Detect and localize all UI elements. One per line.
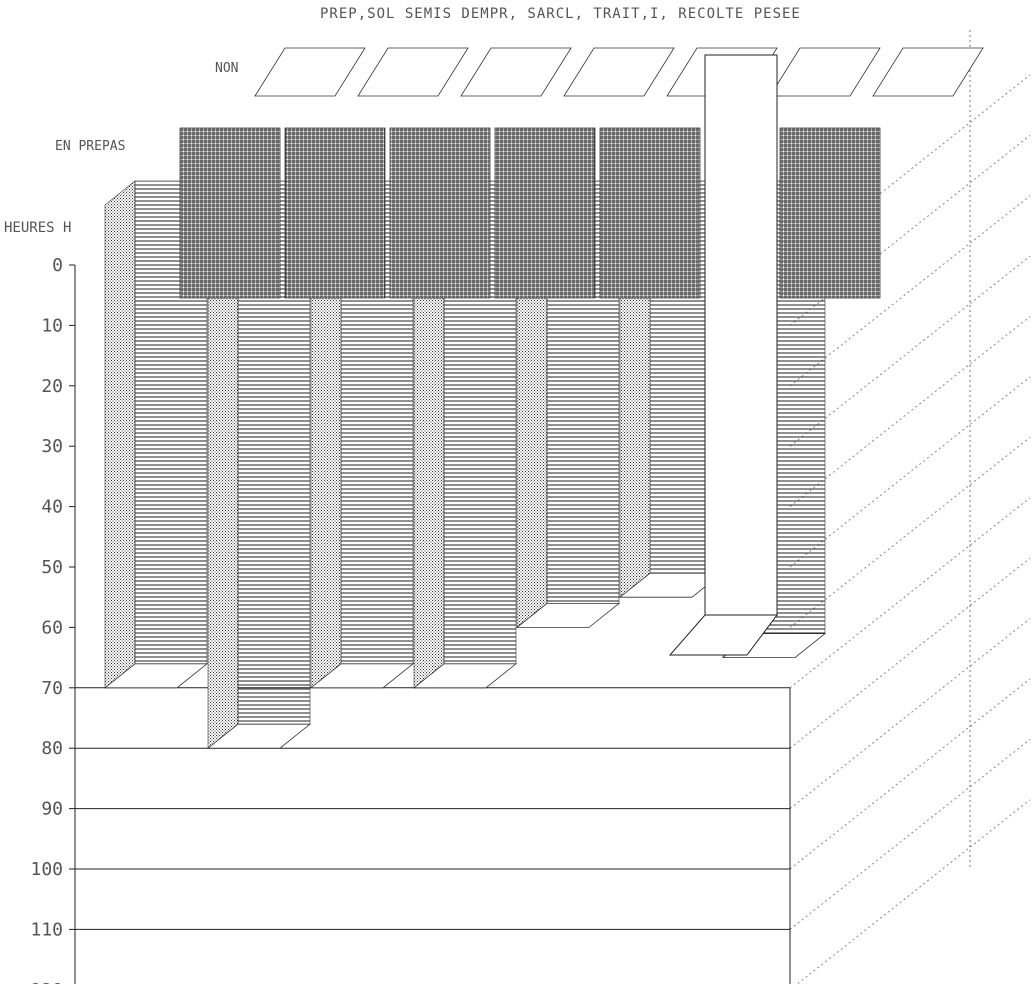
rim-box xyxy=(357,47,469,97)
y-tick-label: 100 xyxy=(30,859,63,880)
depth-gridline xyxy=(789,437,1031,628)
y-tick-label: 80 xyxy=(41,738,63,759)
bar-cap xyxy=(206,723,312,749)
y-tick-label: 10 xyxy=(41,315,63,336)
y-tick-label: 20 xyxy=(41,376,63,397)
rim-box xyxy=(254,47,366,97)
bar-back xyxy=(779,127,881,299)
bar-cap xyxy=(309,663,415,689)
rim-box xyxy=(460,47,572,97)
chart-title: PREP,SOL SEMIS DEMPR, SARCL, TRAIT,I, RE… xyxy=(320,6,801,22)
y-tick-label: 70 xyxy=(41,678,63,699)
bar-back xyxy=(389,127,491,299)
depth-gridline xyxy=(789,255,1031,447)
y-tick-label: 30 xyxy=(41,436,63,457)
depth-gridline xyxy=(789,497,1031,689)
bar-cap xyxy=(103,663,209,689)
bar-tall xyxy=(704,54,778,616)
y-tick-label: 110 xyxy=(30,919,63,940)
y-tick-label: 50 xyxy=(41,557,63,578)
y-tick-label: 0 xyxy=(52,255,63,276)
depth-gridline xyxy=(796,799,1031,984)
bar-tall-cap xyxy=(668,614,778,656)
depth-gridline xyxy=(789,316,1031,507)
depth-gridline xyxy=(789,678,1031,870)
bar-back xyxy=(494,127,596,299)
row-label: EN PREPAS xyxy=(55,139,125,154)
depth-gridline xyxy=(789,376,1031,568)
y-tick-label: 40 xyxy=(41,497,63,518)
y-tick-label: 60 xyxy=(41,617,63,638)
y-tick-label: 120 xyxy=(30,980,63,984)
bar-groups xyxy=(103,47,984,749)
bar-side xyxy=(104,180,136,689)
y-axis-label: HEURES H xyxy=(4,220,71,236)
rim-box xyxy=(769,47,881,97)
depth-gridline xyxy=(789,618,1031,809)
rim-box xyxy=(872,47,984,97)
depth-gridline xyxy=(789,739,1031,930)
depth-gridline xyxy=(789,195,1031,387)
depth-gridline xyxy=(789,557,1031,749)
rim-box xyxy=(563,47,675,97)
bar-back xyxy=(599,127,701,299)
y-axis: 0 10 20 30 40 50 60 70 80 90 100 110 120 xyxy=(30,255,76,984)
bar-cap xyxy=(515,603,621,628)
bar-back xyxy=(179,127,281,299)
labels: HEURES H PREP,SOL SEMIS DEMPR, SARCL, TRA… xyxy=(4,6,801,236)
y-tick-label: 90 xyxy=(41,799,63,820)
row-label: NON xyxy=(215,61,238,76)
bar-cap xyxy=(412,663,518,689)
bar-back xyxy=(284,127,386,299)
